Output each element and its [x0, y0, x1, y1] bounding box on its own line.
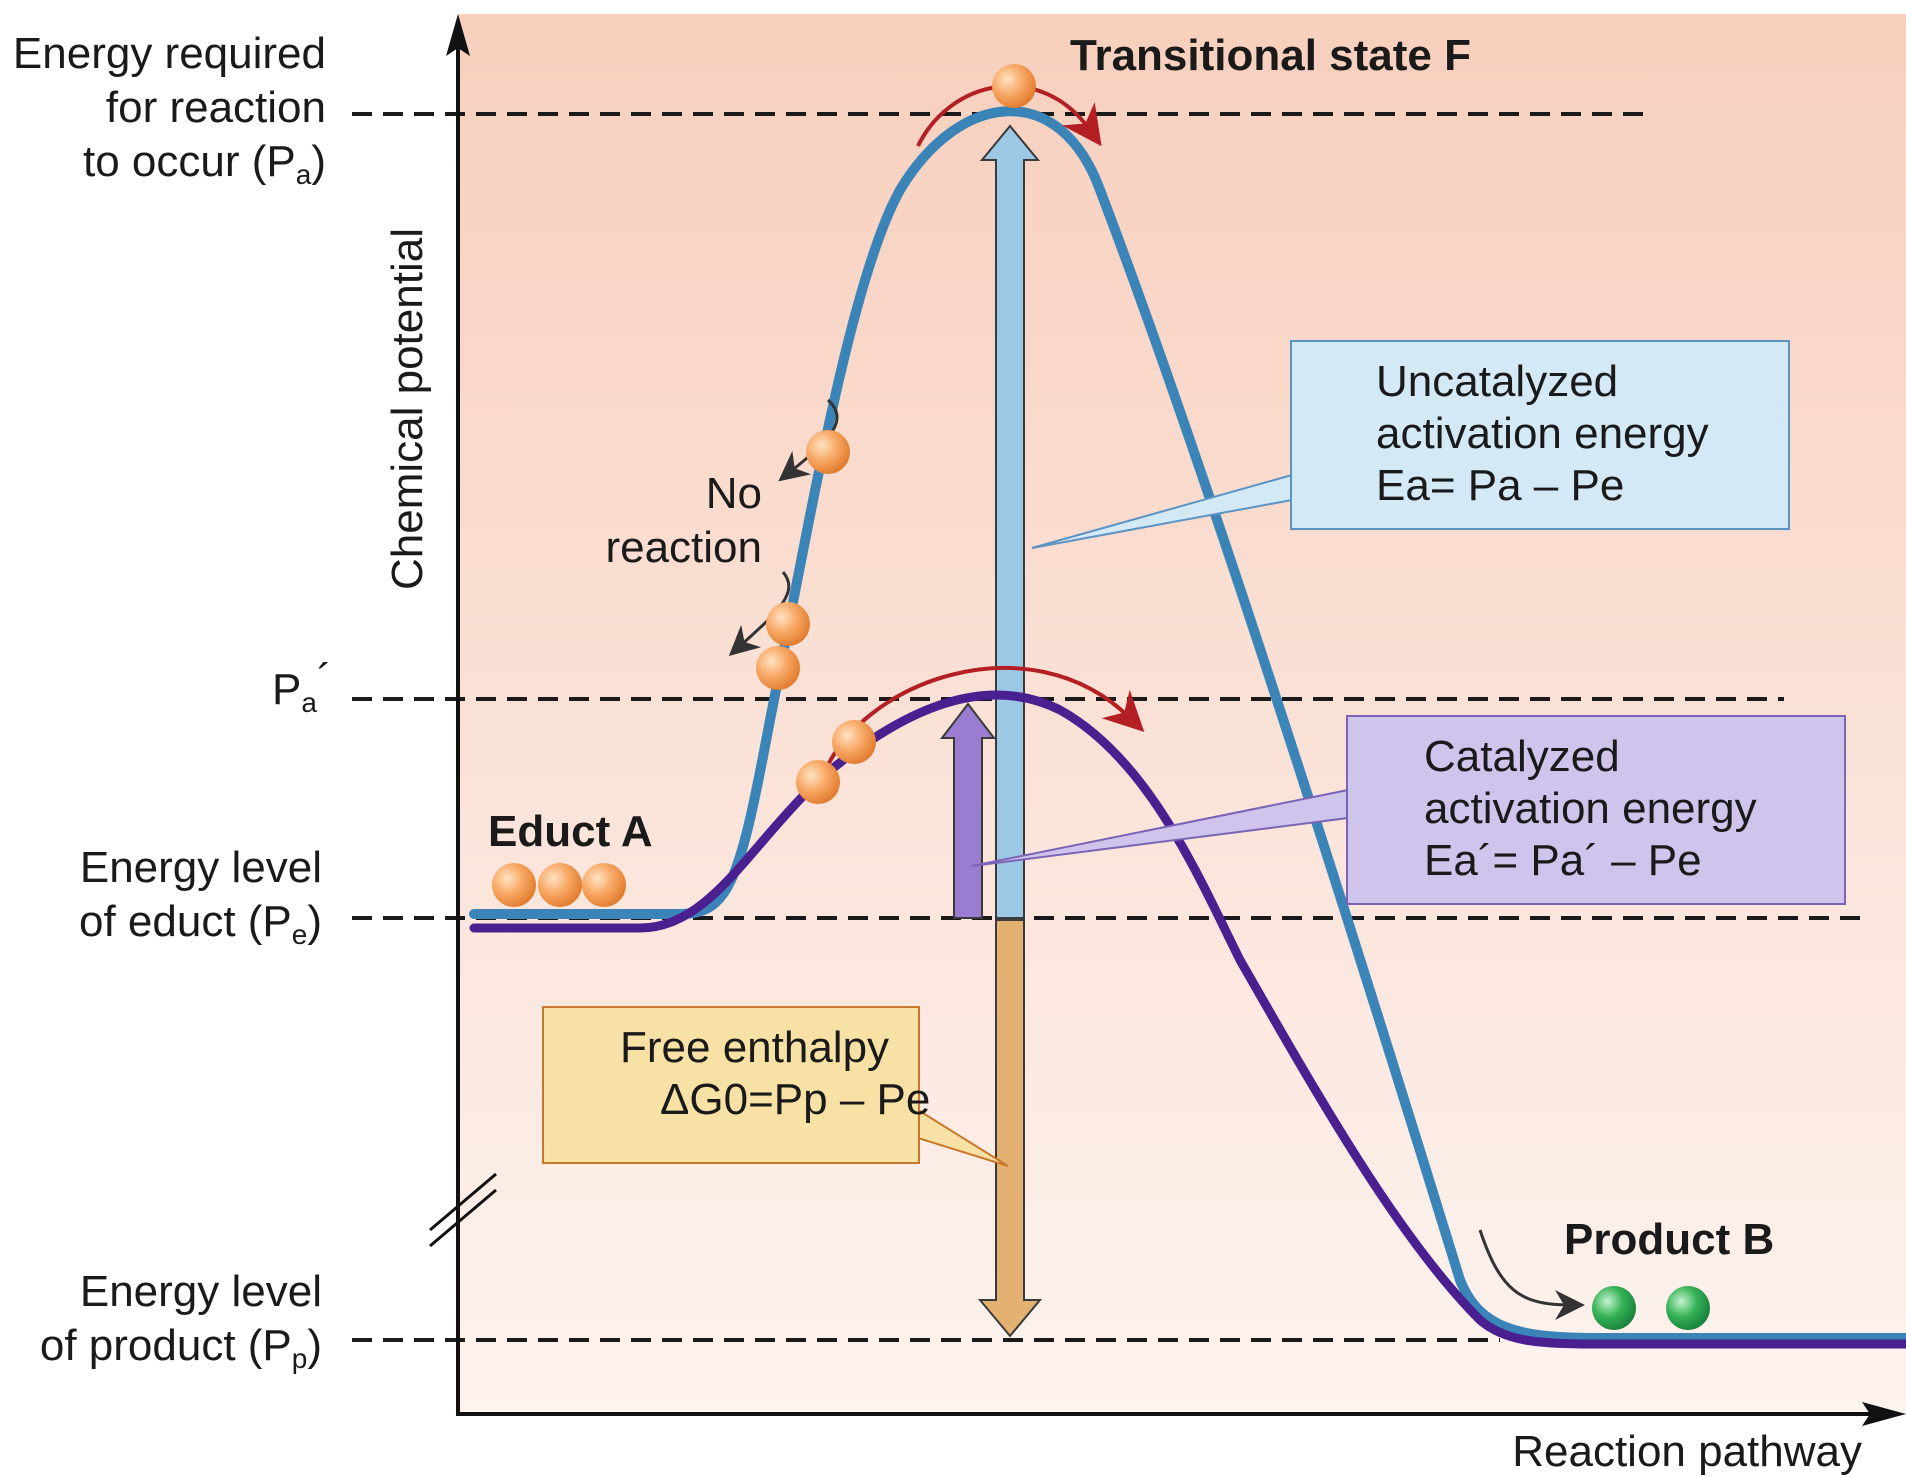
pp-label-line1: Energy level — [80, 1267, 322, 1316]
uncatalyzed-curve — [469, 106, 1906, 1343]
pa-prime-label: Pa´ — [272, 655, 332, 718]
uncatalyzed-box-formula: Ea= Pa – Pe — [1376, 461, 1625, 510]
pa-label-line3: to occur (Pa) — [83, 137, 326, 190]
pa-label-line1: Energy required — [13, 29, 326, 78]
educt-particles — [492, 863, 626, 907]
uncatalyzed-activation-box: Uncatalyzed activation energy Ea= Pa – P… — [1290, 340, 1790, 530]
rising-particle-icon — [806, 430, 850, 474]
product-arrow — [1478, 1229, 1585, 1320]
pa-label: Energy required for reaction to occur (P… — [13, 29, 326, 190]
product-particle-icon — [1666, 1286, 1710, 1330]
pe-label-line2: of educt (Pe) — [79, 897, 322, 950]
rising-particle-icon — [832, 720, 876, 764]
uncatalyzed-activation-arrow — [979, 124, 1041, 919]
no-reaction-label-line2: reaction — [605, 523, 762, 572]
x-axis-title: Reaction pathway — [1512, 1427, 1862, 1476]
x-axis-arrowhead — [1862, 1402, 1906, 1426]
particle-icon — [492, 863, 536, 907]
transition-particle-icon — [992, 64, 1036, 108]
free-enthalpy-box-formula: ΔG0=Pp – Pe — [660, 1075, 931, 1124]
product-particles — [1592, 1286, 1710, 1330]
axes — [429, 14, 1906, 1426]
y-axis-arrowhead — [446, 14, 470, 56]
product-label: Product B — [1564, 1215, 1774, 1264]
y-axis-title: Chemical potential — [383, 228, 432, 590]
rising-particle-icon — [766, 602, 810, 646]
catalyzed-box-line2: activation energy — [1424, 784, 1757, 833]
rising-particle-icon — [756, 646, 800, 690]
pe-label-line1: Energy level — [80, 843, 322, 892]
particle-icon — [582, 863, 626, 907]
particle-icon — [538, 863, 582, 907]
educt-label: Educt A — [488, 807, 653, 856]
catalyzed-activation-box: Catalyzed activation energy Ea´= Pa´ – P… — [1346, 715, 1846, 905]
free-enthalpy-box: Free enthalpy ΔG0=Pp – Pe — [542, 1006, 931, 1164]
axis-break — [429, 1172, 497, 1248]
uncatalyzed-box-line2: activation energy — [1376, 409, 1709, 458]
product-particle-icon — [1592, 1286, 1636, 1330]
transitional-state-label: Transitional state F — [1070, 31, 1471, 80]
rising-particle-icon — [796, 760, 840, 804]
uncatalyzed-box-line1: Uncatalyzed — [1376, 357, 1619, 406]
pp-label-line2: of product (Pp) — [40, 1321, 322, 1374]
pp-label: Energy level of product (Pp) — [40, 1267, 322, 1374]
catalyzed-curve — [469, 690, 1906, 1349]
pe-label: Energy level of educt (Pe) — [79, 843, 322, 950]
catalyzed-box-formula: Ea´= Pa´ – Pe — [1424, 836, 1702, 885]
catalyzed-box-line1: Catalyzed — [1424, 732, 1620, 781]
no-reaction-label-line1: No — [706, 469, 762, 518]
free-enthalpy-box-line1: Free enthalpy — [620, 1023, 890, 1072]
free-enthalpy-arrow — [977, 919, 1043, 1338]
pa-label-line2: for reaction — [106, 83, 326, 132]
plot-background — [458, 14, 1906, 1414]
